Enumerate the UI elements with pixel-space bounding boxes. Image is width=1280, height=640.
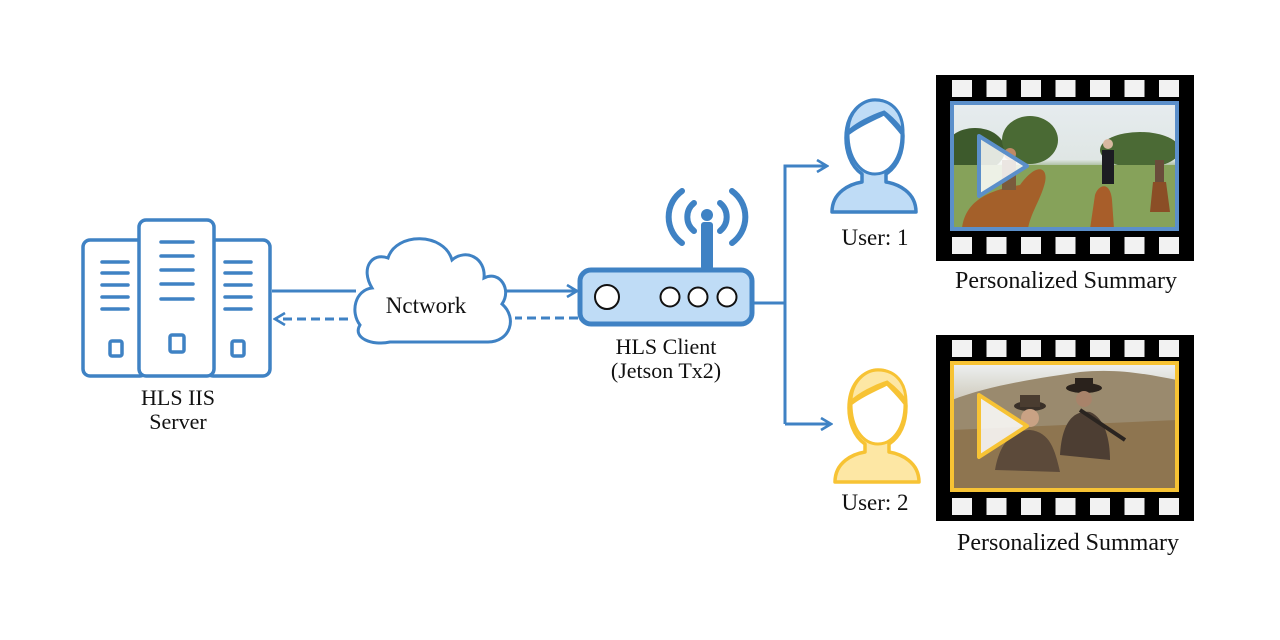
sprocket-hole bbox=[1021, 237, 1041, 254]
play-icon[interactable] bbox=[977, 393, 1029, 459]
server-rack-icon bbox=[81, 218, 272, 378]
sprocket-hole bbox=[1159, 498, 1179, 515]
video-summary-user-2[interactable] bbox=[936, 335, 1194, 521]
sprocket-hole bbox=[952, 340, 972, 357]
sprocket-hole bbox=[1055, 498, 1076, 515]
sprocket-hole bbox=[1124, 340, 1145, 357]
user-avatar-icon bbox=[833, 368, 921, 484]
summary-1-label: Personalized Summary bbox=[955, 268, 1177, 294]
client-label-line2: (Jetson Tx2) bbox=[610, 358, 722, 383]
sprocket-hole bbox=[1090, 340, 1110, 357]
connection-client-to-users bbox=[754, 166, 830, 424]
sprocket-hole bbox=[1124, 80, 1145, 97]
sprocket-hole bbox=[1021, 340, 1041, 357]
sprocket-hole bbox=[1159, 237, 1179, 254]
sprocket-hole bbox=[1021, 498, 1041, 515]
router-with-antenna-icon bbox=[577, 188, 755, 327]
client-label-line1: HLS Client bbox=[615, 334, 717, 359]
sprocket-hole bbox=[952, 237, 972, 254]
sprocket-hole bbox=[986, 80, 1007, 97]
sprocket-hole bbox=[1055, 80, 1076, 97]
server-label-line1: HLS IIS bbox=[141, 385, 215, 410]
connection-client-to-server-dashed bbox=[276, 318, 578, 319]
sprocket-hole bbox=[1090, 80, 1110, 97]
sprocket-hole bbox=[1055, 340, 1076, 357]
sprocket-hole bbox=[1090, 237, 1110, 254]
sprocket-hole bbox=[1124, 237, 1145, 254]
sprocket-hole bbox=[1159, 80, 1179, 97]
sprocket-hole bbox=[986, 237, 1007, 254]
sprocket-hole bbox=[952, 80, 972, 97]
video-thumbnail bbox=[952, 103, 1177, 229]
film-sprockets bbox=[952, 340, 1179, 515]
video-summary-user-1[interactable] bbox=[936, 75, 1194, 261]
sprocket-hole bbox=[986, 340, 1007, 357]
sprocket-hole bbox=[1021, 80, 1041, 97]
cloud-icon bbox=[353, 237, 512, 345]
sprocket-hole bbox=[1159, 340, 1179, 357]
client-label: HLS Client (Jetson Tx2) bbox=[596, 335, 736, 383]
sprocket-hole bbox=[986, 498, 1007, 515]
sprocket-hole bbox=[1124, 498, 1145, 515]
user-2-label: User: 2 bbox=[841, 490, 909, 515]
wifi-signal-icon bbox=[665, 188, 749, 246]
user-1-label: User: 1 bbox=[841, 225, 909, 250]
summary-2-label: Personalized Summary bbox=[957, 530, 1179, 556]
user-avatar-icon bbox=[830, 98, 918, 214]
server-label-line2: Server bbox=[149, 409, 207, 434]
network-label: Nctwork bbox=[385, 293, 467, 318]
sprocket-hole bbox=[1090, 498, 1110, 515]
film-sprockets bbox=[952, 80, 1179, 254]
sprocket-hole bbox=[1055, 237, 1076, 254]
sprocket-hole bbox=[952, 498, 972, 515]
play-icon[interactable] bbox=[977, 134, 1029, 198]
server-label: HLS IIS Server bbox=[118, 386, 238, 434]
